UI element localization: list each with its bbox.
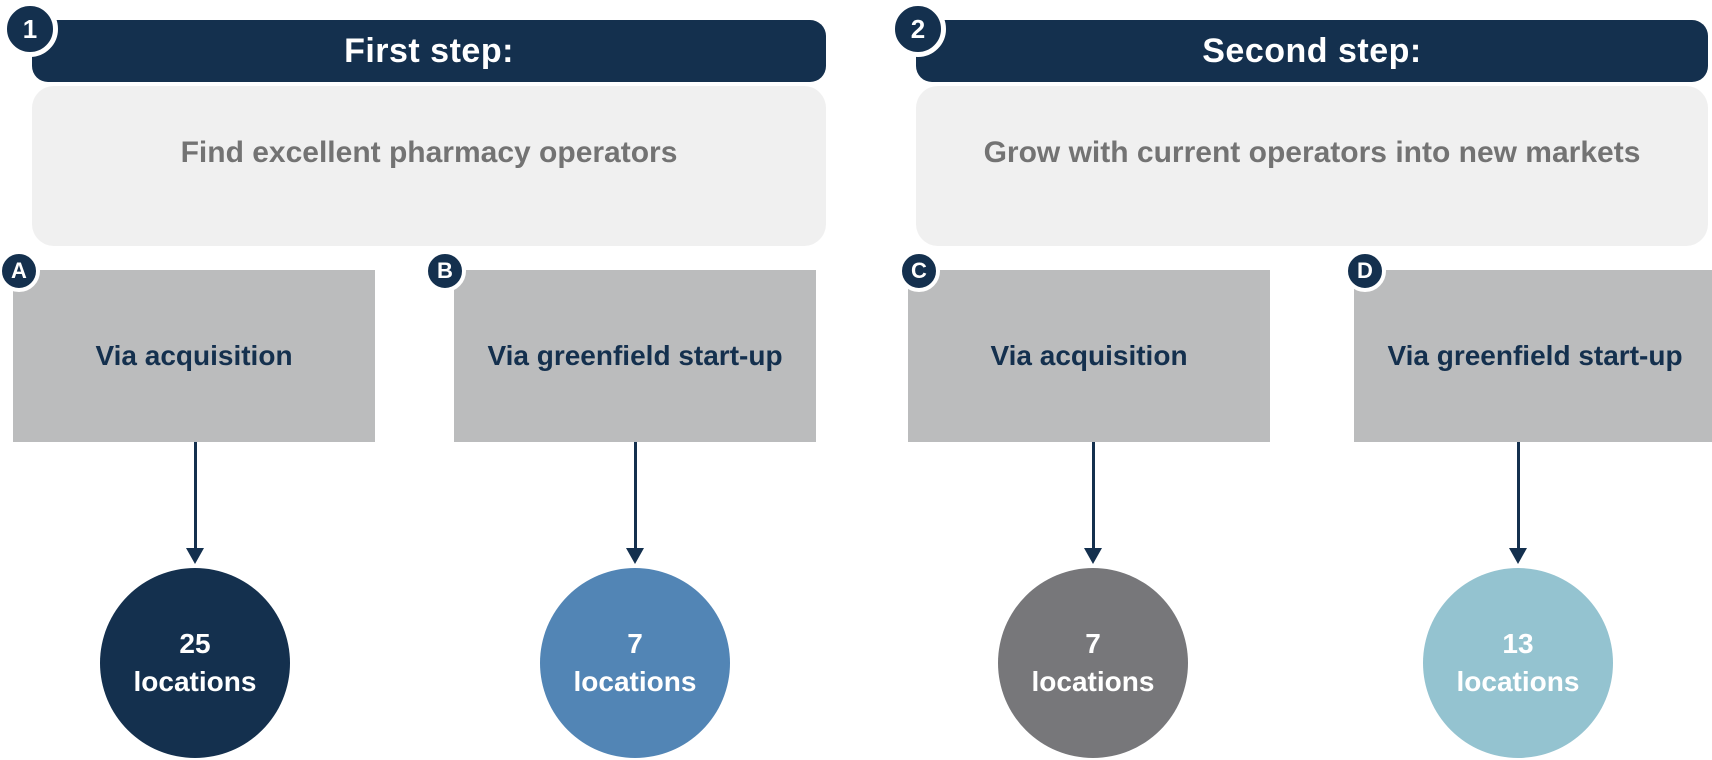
- branch-c-count: 7: [1085, 628, 1101, 659]
- branch-d-result-circle: 13 locations: [1423, 568, 1613, 758]
- step1-header-bar: First step:: [32, 20, 826, 82]
- branch-a-box: Via acquisition: [13, 270, 375, 442]
- step1-title: First step:: [344, 31, 514, 70]
- branch-d-letter-badge: D: [1344, 250, 1386, 292]
- branch-b-letter-badge: B: [424, 250, 466, 292]
- arrow-shaft: [1091, 442, 1095, 548]
- arrow-shaft: [1516, 442, 1520, 548]
- branch-d-box: Via greenfield start-up: [1354, 270, 1712, 442]
- branch-a-label: Via acquisition: [95, 340, 293, 371]
- arrow-head-icon: [1084, 548, 1102, 564]
- branch-b-label: Via greenfield start-up: [487, 340, 783, 371]
- branch-c-arrow: [1083, 442, 1103, 565]
- step2-number-badge: 2: [890, 1, 946, 57]
- branch-a-count: 25: [179, 628, 211, 659]
- branch-c-unit: locations: [1031, 666, 1155, 697]
- branch-d-unit: locations: [1456, 666, 1580, 697]
- step1-number: 1: [22, 13, 38, 44]
- arrow-shaft: [193, 442, 197, 548]
- step1-description: Find excellent pharmacy operators: [180, 136, 678, 169]
- step2-description: Grow with current operators into new mar…: [983, 136, 1641, 169]
- step2-number: 2: [910, 13, 926, 44]
- arrow-head-icon: [626, 548, 644, 564]
- branch-a-unit: locations: [133, 666, 257, 697]
- branch-a-letter-badge: A: [0, 250, 40, 292]
- arrow-head-icon: [186, 548, 204, 564]
- step2-header-bar: Second step:: [916, 20, 1708, 82]
- branch-b-unit: locations: [573, 666, 697, 697]
- branch-d-letter: D: [1357, 258, 1373, 283]
- step2-title: Second step:: [1202, 31, 1422, 70]
- branch-c-label: Via acquisition: [990, 340, 1188, 371]
- branch-c-letter: C: [911, 258, 927, 283]
- branch-c-result-circle: 7 locations: [998, 568, 1188, 758]
- step2-description-panel: Grow with current operators into new mar…: [916, 86, 1708, 246]
- arrow-head-icon: [1509, 548, 1527, 564]
- arrow-shaft: [633, 442, 637, 548]
- branch-c-box: Via acquisition: [908, 270, 1270, 442]
- branch-b-result-circle: 7 locations: [540, 568, 730, 758]
- branch-b-arrow: [625, 442, 645, 565]
- branch-d-count: 13: [1502, 628, 1534, 659]
- step1-number-badge: 1: [2, 1, 58, 57]
- branch-a-result-circle: 25 locations: [100, 568, 290, 758]
- branch-a-letter: A: [11, 258, 27, 283]
- branch-b-count: 7: [627, 628, 643, 659]
- branch-d-label: Via greenfield start-up: [1387, 340, 1683, 371]
- branch-d-arrow: [1508, 442, 1528, 565]
- branch-b-letter: B: [437, 258, 453, 283]
- branch-c-letter-badge: C: [898, 250, 940, 292]
- branch-b-box: Via greenfield start-up: [454, 270, 816, 442]
- step1-description-panel: Find excellent pharmacy operators: [32, 86, 826, 246]
- branch-a-arrow: [185, 442, 205, 565]
